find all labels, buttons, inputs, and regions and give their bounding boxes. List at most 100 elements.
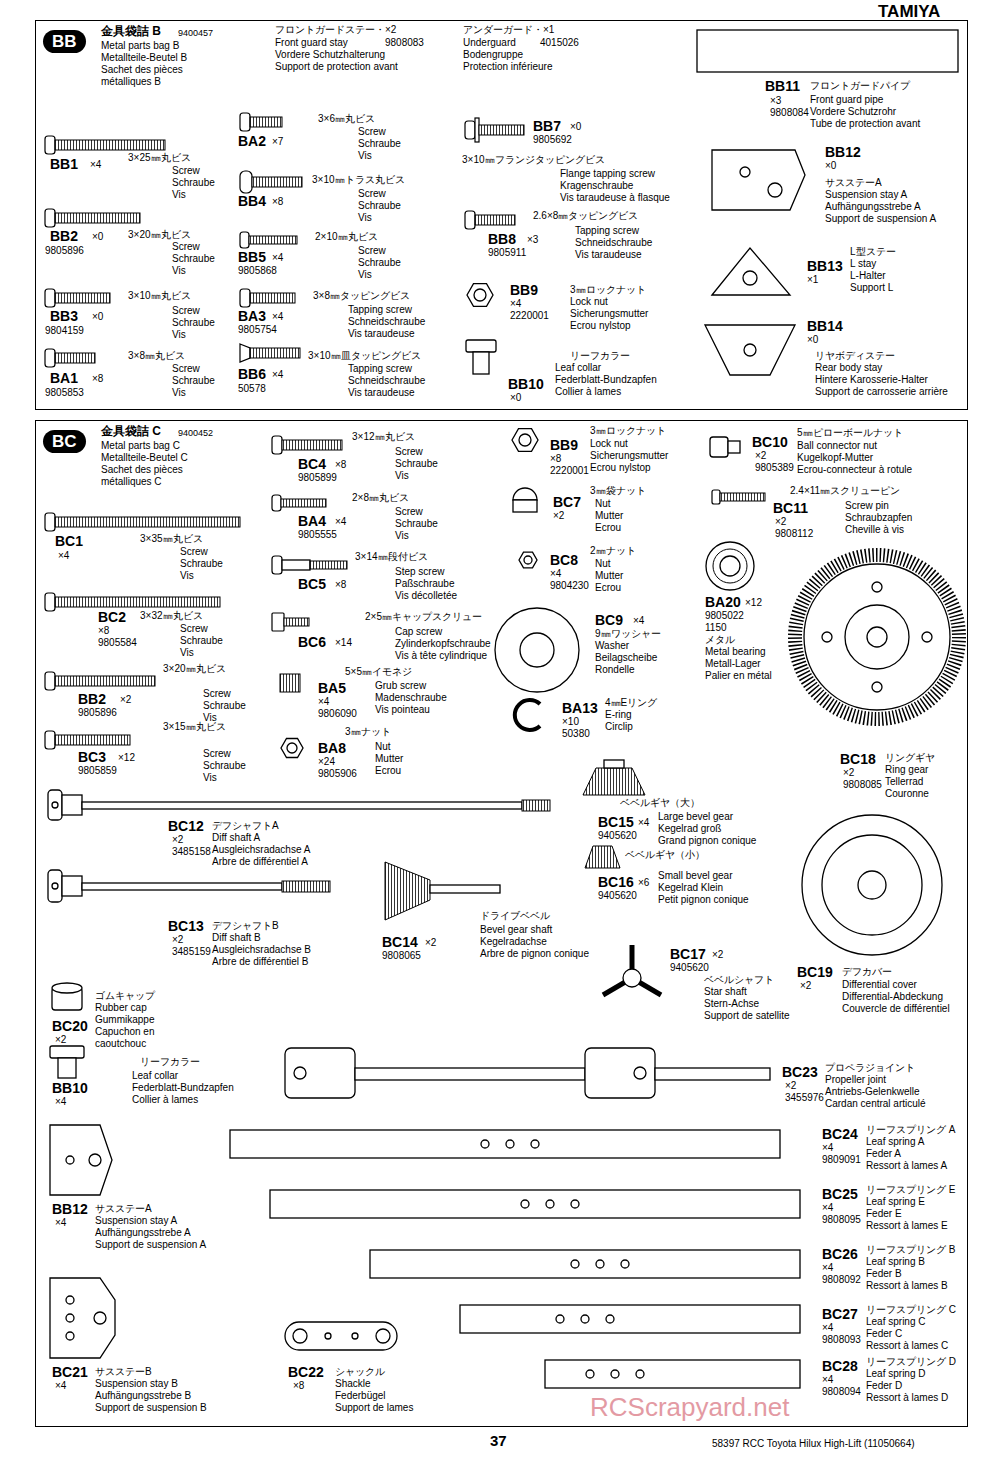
part-label: 9805853: [45, 387, 84, 399]
part-label: ×2: [553, 510, 564, 522]
part-label: 9808084: [770, 107, 809, 119]
part-label: 9805859: [78, 765, 117, 777]
part-label: ×1: [807, 274, 818, 286]
part-label: ×12: [118, 752, 135, 764]
part-label: Couvercle de différentiel: [842, 1003, 950, 1015]
part-label: サスステーA: [825, 177, 882, 189]
part-label: ベベルシャフト: [704, 974, 774, 986]
part-label: Aufhängungsstrebe B: [95, 1390, 191, 1402]
part-code: BB7: [533, 118, 561, 134]
part-code: BB9: [510, 282, 538, 298]
part-label: リヤボディステー: [815, 350, 895, 362]
part-label: Circlip: [605, 721, 633, 733]
part-label: ドライブベベル: [480, 910, 550, 922]
part-label: Schraube: [172, 317, 215, 329]
part-label: ×8: [98, 625, 109, 637]
part-label: Star shaft: [704, 986, 747, 998]
bag-badge: BC: [43, 430, 86, 453]
part-label: 9808112: [775, 528, 813, 540]
part-code: BB9: [550, 437, 578, 453]
part-label: 3×20㎜丸ビス: [128, 229, 191, 241]
part-label: Screw: [395, 446, 423, 458]
part-label: Support de suspension A: [95, 1239, 206, 1251]
part-label: Lock nut: [590, 438, 628, 450]
part-code: BC14: [382, 934, 418, 950]
part-label: Shackle: [335, 1378, 371, 1390]
part-label: Vis taraudeuse à flasque: [560, 192, 670, 204]
part-label: Screw: [172, 241, 200, 253]
part-label: ×0: [807, 334, 818, 346]
part-label: 9805911: [488, 247, 526, 259]
part-label: Leaf spring B: [866, 1256, 925, 1268]
part-label: Ressort à lames D: [866, 1392, 948, 1404]
part-label: ×7: [272, 136, 283, 148]
part-code: BC27: [822, 1306, 858, 1322]
part-label: Vis à tête cylindrique: [395, 650, 487, 662]
part-label: ×4: [633, 615, 644, 627]
part-label: Suspension stay A: [825, 189, 907, 201]
part-code: BC26: [822, 1246, 858, 1262]
part-label: Schraube: [358, 257, 401, 269]
part-label: Small bevel gear: [658, 870, 732, 882]
part-label: Ball connector nut: [797, 440, 877, 452]
part-label: 9804159: [45, 325, 84, 337]
part-label: 9805584: [98, 637, 137, 649]
part-label: Schraube: [172, 253, 215, 265]
part-label: 9405620: [598, 890, 637, 902]
part-label: Ressort à lames C: [866, 1340, 948, 1352]
part-label: 9806090: [318, 708, 357, 720]
part-label: Couronne: [885, 788, 929, 800]
part-label: 9805906: [318, 768, 357, 780]
part-label: Schraube: [203, 700, 246, 712]
part-label: ×4: [55, 1096, 66, 1108]
part-label: Large bevel gear: [658, 811, 733, 823]
part-label: Step screw: [395, 566, 444, 578]
part-label: ×4: [822, 1374, 833, 1386]
part-label: ×2: [172, 834, 183, 846]
part-label: ×4: [510, 298, 521, 310]
part-label: 2×8㎜丸ビス: [352, 492, 409, 504]
part-code: BC1: [55, 533, 83, 549]
part-label: Screw pin: [845, 500, 889, 512]
part-label: 9㎜ワッシャー: [595, 628, 661, 640]
part-code: BB8: [488, 231, 516, 247]
part-code: BC15: [598, 814, 634, 830]
part-code: BB3: [50, 308, 78, 324]
part-label: Vis: [180, 570, 194, 582]
part-label: Vis pointeau: [375, 704, 430, 716]
part-label: RCScrapyard.net: [590, 1392, 789, 1423]
part-label: フロントガードステー・×2: [275, 24, 396, 36]
part-label: Federblatt-Bundzapfen: [132, 1082, 234, 1094]
part-label: Screw: [172, 165, 200, 177]
part-label: ×2: [800, 980, 811, 992]
part-label: Gummikappe: [95, 1014, 170, 1026]
part-code: BB4: [238, 193, 266, 209]
part-label: 9808093: [822, 1334, 861, 1346]
part-label: 2.6×8㎜タッピングビス: [533, 210, 638, 222]
part-label: Screw: [172, 363, 200, 375]
part-code: BC13: [168, 918, 204, 934]
part-label: ゴムキャップ: [95, 990, 155, 1002]
part-label: Vis: [358, 212, 372, 224]
panel-heading: Metallteile-Beutel C: [101, 452, 188, 464]
part-label: 3×10㎜丸ビス: [128, 290, 191, 302]
part-label: リーフスプリング C: [866, 1304, 956, 1316]
part-label: Schraubzapfen: [845, 512, 912, 524]
part-label: 3455976: [785, 1092, 824, 1104]
part-label: Vis: [172, 265, 186, 277]
part-label: 37: [490, 1432, 507, 1450]
part-label: Vordere Schutzrohr: [810, 106, 896, 118]
part-label: Ecrou nylstop: [590, 462, 651, 474]
part-label: Arbre de différentiel B: [212, 956, 309, 968]
part-label: Palier en métal: [705, 670, 772, 682]
part-code: BA8: [318, 740, 346, 756]
part-label: ×14: [335, 637, 352, 649]
part-code: BC11: [773, 500, 808, 516]
part-label: Rear body stay: [815, 362, 882, 374]
part-label: ×4: [55, 1380, 66, 1392]
part-label: Collier à lames: [132, 1094, 198, 1106]
part-code: BC19: [797, 964, 833, 980]
panel-heading: 金具袋詰 C: [101, 424, 161, 439]
part-label: Differential-Abdeckung: [842, 991, 943, 1003]
part-label: Protection inférieure: [463, 61, 553, 73]
